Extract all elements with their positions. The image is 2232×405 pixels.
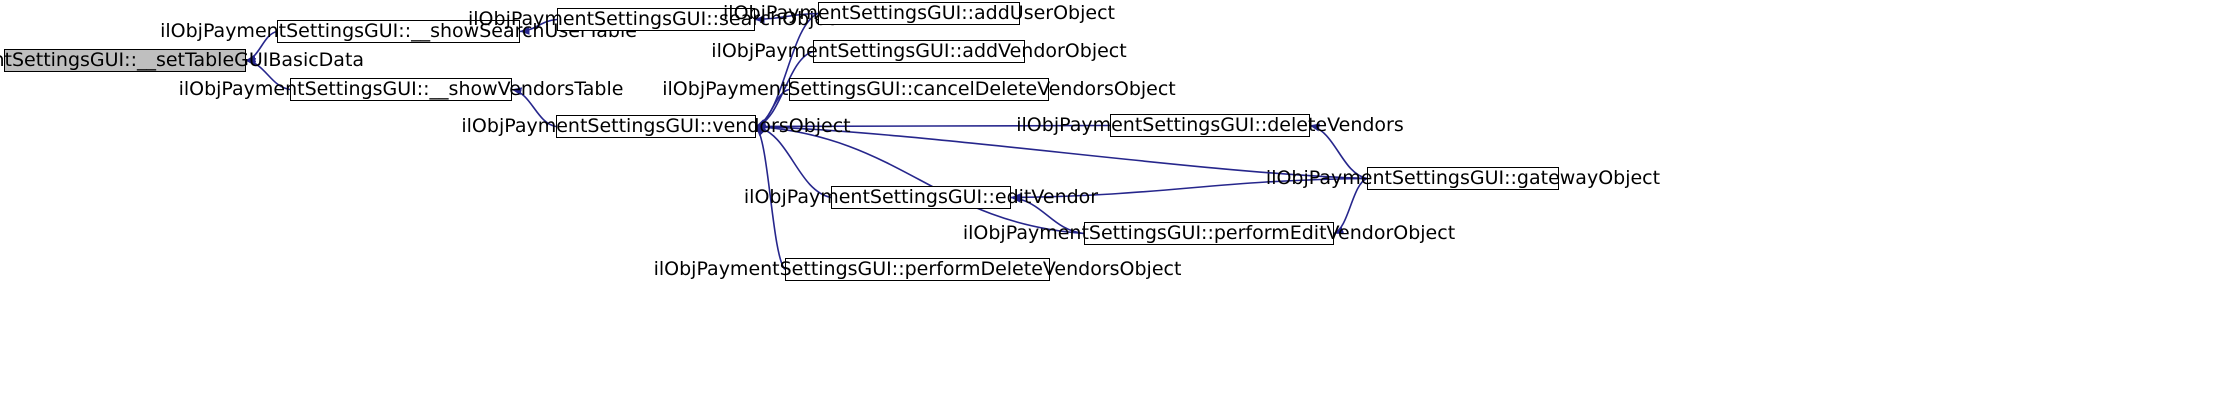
graph-edge — [755, 122, 1368, 180]
graph-edge — [1333, 177, 1368, 235]
graph-node-n7[interactable]: ilObjPaymentSettingsGUI::cancelDeleteVen… — [662, 78, 1176, 101]
graph-edge — [1010, 177, 1368, 202]
graph-node-n3[interactable]: ilObjPaymentSettingsGUI::searchObject — [468, 8, 844, 31]
graph-node-n10[interactable]: ilObjPaymentSettingsGUI::gatewayObject — [1265, 167, 1661, 190]
graph-node-n9[interactable]: ilObjPaymentSettingsGUI::editVendor — [743, 186, 1099, 209]
graph-edge — [245, 57, 291, 91]
graph-edge — [1309, 123, 1368, 180]
graph-edge — [755, 12, 819, 128]
graph-node-n8[interactable]: ilObjPaymentSettingsGUI::deleteVendors — [1016, 114, 1404, 137]
graph-edge — [1010, 194, 1085, 235]
graph-edge — [755, 123, 1085, 235]
graph-node-n1[interactable]: ilObjPaymentSettingsGUI::__showSearchUse… — [160, 20, 637, 43]
graph-edge — [755, 124, 832, 199]
graph-node-n2[interactable]: ilObjPaymentSettingsGUI::__showVendorsTa… — [178, 78, 624, 101]
graph-edge — [519, 18, 558, 35]
graph-edge — [754, 12, 819, 24]
graph-node-n5[interactable]: ilObjPaymentSettingsGUI::addUserObject — [723, 2, 1115, 25]
graph-node-n11[interactable]: ilObjPaymentSettingsGUI::performEditVend… — [962, 222, 1456, 245]
graph-edge — [511, 87, 557, 128]
graph-node-n0[interactable]: ilObjPaymentSettingsGUI::__setTableGUIBa… — [0, 49, 365, 72]
graph-edge — [755, 125, 786, 271]
graph-node-n6[interactable]: ilObjPaymentSettingsGUI::addVendorObject — [711, 40, 1127, 63]
graph-edge — [755, 122, 1111, 131]
graph-node-n12[interactable]: ilObjPaymentSettingsGUI::performDeleteVe… — [653, 258, 1182, 281]
graph-node-n4[interactable]: ilObjPaymentSettingsGUI::vendorsObject — [461, 115, 851, 138]
